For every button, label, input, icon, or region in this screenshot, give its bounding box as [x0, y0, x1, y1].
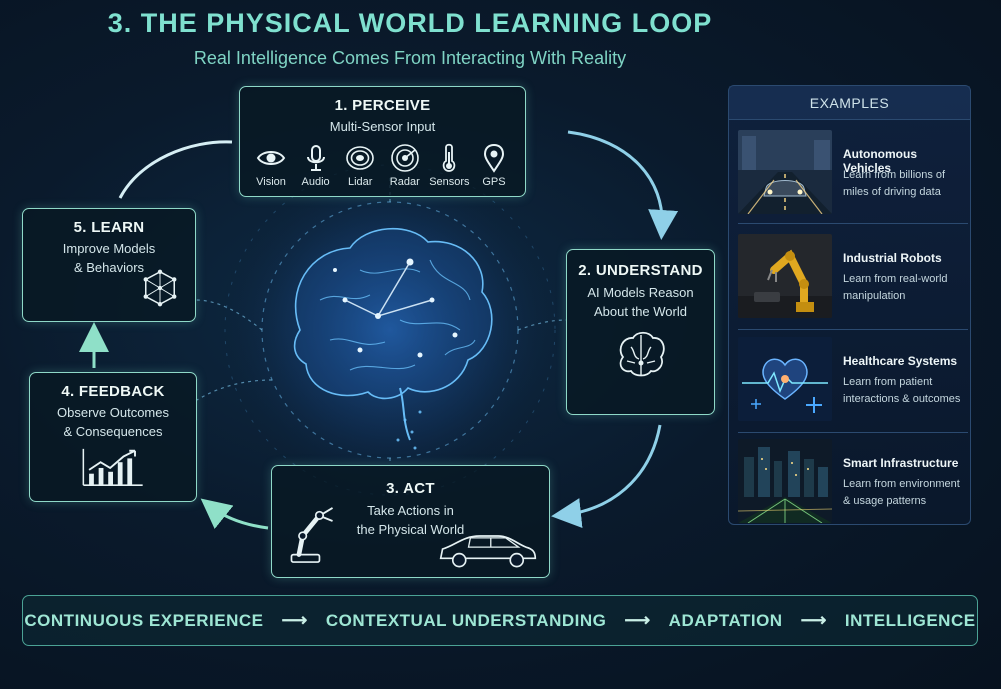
radar-icon — [390, 144, 419, 172]
page-title: 3. THE PHYSICAL WORLD LEARNING LOOP — [107, 8, 713, 38]
brain-icon — [619, 331, 665, 377]
lidar-icon — [346, 146, 374, 170]
learn-box: 5. LEARN Improve Models & Behaviors — [22, 208, 196, 322]
feedback-title: 4. FEEDBACK — [61, 383, 165, 400]
sensor-radar: Radar — [384, 142, 426, 188]
page-subtitle: Real Intelligence Comes From Interacting… — [193, 48, 627, 68]
learn-title: 5. LEARN — [73, 219, 145, 236]
learn-line1: Improve Models — [62, 241, 156, 256]
sensor-list: Vision Audio Lidar Radar Sensors GPS — [240, 142, 525, 188]
example-item-autonomous-vehicles: Autonomous Vehicles Learn from billions … — [738, 130, 968, 214]
sensor-label: Radar — [389, 176, 420, 188]
city-car-image — [738, 130, 832, 214]
network-cube-icon — [143, 269, 177, 307]
perceive-box: 1. PERCEIVE Multi-Sensor Input Vision Au… — [239, 86, 526, 197]
example-title: Autonomous Vehicles — [843, 147, 917, 175]
right-arrow-icon: ⟶ — [281, 610, 308, 630]
understand-line2: About the World — [594, 304, 687, 319]
heart-pulse-image — [738, 337, 832, 421]
sensor-label: Audio — [301, 176, 330, 188]
sensor-label: Sensors — [429, 176, 470, 188]
example-item-smart-infrastructure: Smart Infrastructure Learn from environm… — [738, 439, 968, 523]
pipeline-step: ADAPTATION — [668, 610, 783, 630]
arrow-understand-to-act — [551, 424, 662, 529]
sensor-vision: Vision — [250, 142, 292, 188]
understand-line1: AI Models Reason — [587, 285, 694, 300]
robot-arm-image — [738, 234, 832, 318]
example-title: Smart Infrastructure — [843, 456, 959, 470]
sensor-label: GPS — [482, 176, 506, 188]
thermometer-icon — [443, 143, 456, 172]
feedback-line2: & Consequences — [63, 424, 163, 439]
sensor-audio: Audio — [295, 142, 337, 188]
right-arrow-icon: ⟶ — [800, 610, 827, 630]
arrow-learn-to-perceive — [118, 140, 233, 199]
sensor-lidar: Lidar — [339, 142, 381, 188]
divider — [738, 329, 968, 330]
learn-line2: & Behaviors — [73, 260, 145, 275]
eye-icon — [256, 151, 286, 165]
feedback-box: 4. FEEDBACK Observe Outcomes & Consequen… — [29, 372, 197, 502]
understand-box: 2. UNDERSTAND AI Models Reason About the… — [566, 249, 715, 415]
examples-panel: EXAMPLES Autonomous Vehicles Learn from … — [728, 85, 971, 525]
pipeline-bar: CONTINUOUS EXPERIENCE ⟶ CONTEXTUAL UNDER… — [22, 595, 978, 646]
perceive-subtitle: Multi-Sensor Input — [329, 119, 436, 134]
arrow-act-to-feedback — [200, 498, 269, 530]
pipeline-step: INTELLIGENCE — [844, 610, 976, 630]
divider — [738, 223, 968, 224]
growth-chart-icon — [82, 448, 143, 486]
sensor-gps: GPS — [473, 142, 515, 188]
pipeline-step: CONTEXTUAL UNDERSTANDING — [325, 610, 607, 630]
smart-city-image — [738, 439, 832, 523]
arrow-perceive-to-understand — [567, 130, 679, 240]
example-desc: Learn from environment& usage patterns — [843, 478, 960, 507]
robot-arm-icon — [290, 507, 334, 563]
act-line1: Take Actions in — [367, 503, 454, 518]
examples-heading: EXAMPLES — [729, 86, 970, 120]
perceive-title: 1. PERCEIVE — [334, 97, 431, 114]
example-title: Industrial Robots — [843, 251, 942, 265]
pipeline-step: CONTINUOUS EXPERIENCE — [24, 610, 264, 630]
act-title: 3. ACT — [386, 480, 435, 497]
sensor-label: Lidar — [347, 176, 373, 188]
right-arrow-icon: ⟶ — [624, 610, 651, 630]
location-pin-icon — [483, 143, 504, 173]
act-line2: the Physical World — [356, 522, 465, 537]
sensor-label: Vision — [256, 176, 286, 188]
car-icon — [439, 535, 537, 568]
microphone-icon — [306, 145, 325, 171]
brain-illustration — [293, 228, 493, 441]
act-box: 3. ACT Take Actions in the Physical Worl… — [271, 465, 550, 578]
feedback-line1: Observe Outcomes — [57, 405, 169, 420]
sensor-sensors: Sensors — [428, 142, 470, 188]
understand-title: 2. UNDERSTAND — [578, 262, 703, 279]
example-title: Healthcare Systems — [843, 354, 958, 368]
divider — [738, 432, 968, 433]
